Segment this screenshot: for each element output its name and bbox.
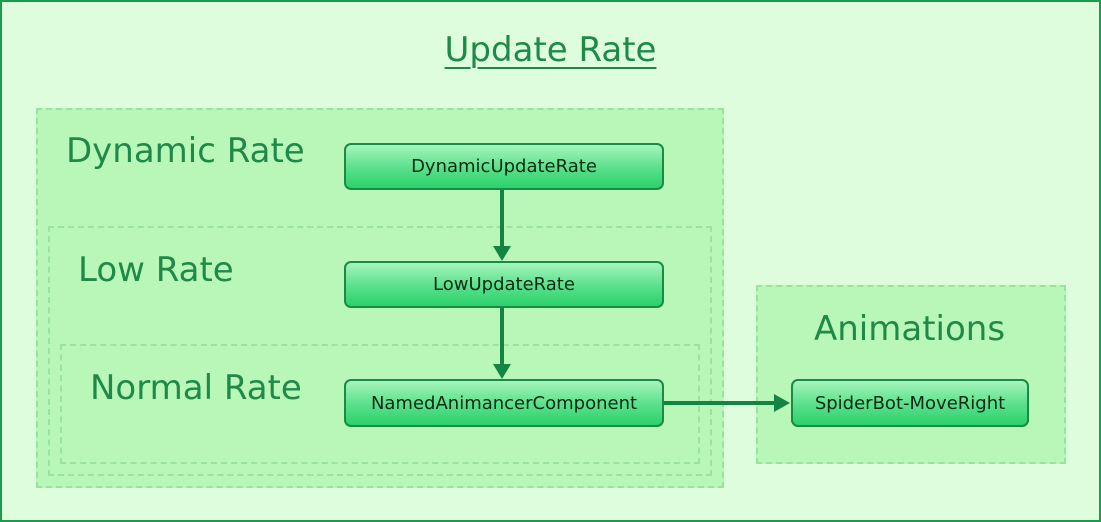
region-label-low-rate: Low Rate [78, 250, 234, 290]
region-label-animations: Animations [814, 309, 1006, 349]
region-label-normal-rate: Normal Rate [90, 368, 302, 408]
region-animations [756, 285, 1066, 464]
node-dynamic-update-rate[interactable]: DynamicUpdateRate [344, 143, 664, 190]
diagram-title: Update Rate [444, 30, 657, 70]
region-label-dynamic-rate: Dynamic Rate [66, 131, 305, 171]
node-spiderbot-move-right[interactable]: SpiderBot-MoveRight [791, 379, 1029, 427]
region-low-rate [48, 226, 712, 476]
node-named-animancer-component[interactable]: NamedAnimancerComponent [344, 379, 664, 427]
node-low-update-rate[interactable]: LowUpdateRate [344, 261, 664, 308]
